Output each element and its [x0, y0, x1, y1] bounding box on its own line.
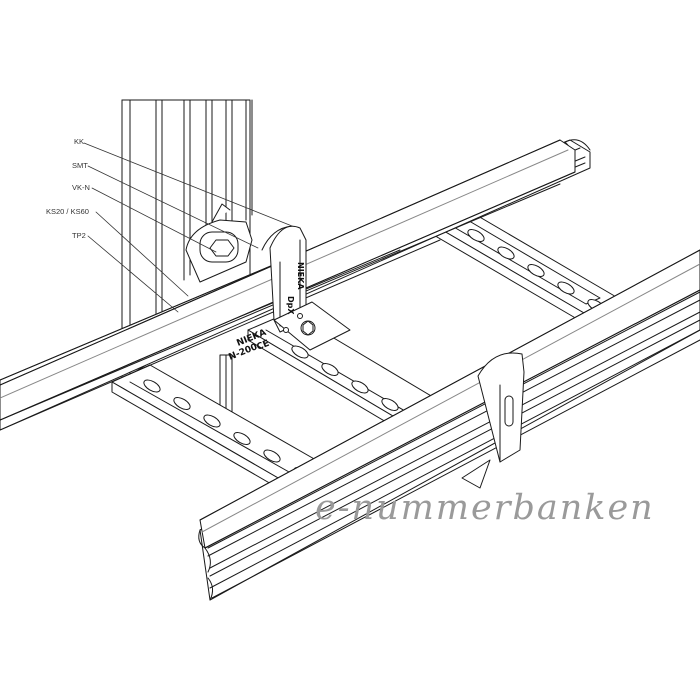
callout-smt: SMT	[72, 161, 88, 170]
callout-tp2: TP2	[72, 231, 86, 240]
rung-slot	[173, 397, 191, 410]
mounting-plate	[185, 203, 253, 283]
callout-kk: KK	[74, 137, 85, 146]
rung-slot	[203, 414, 221, 428]
watermark: e-nummerbanken	[315, 488, 655, 528]
rung-slot	[467, 229, 485, 242]
rung-slot	[143, 379, 161, 393]
callout-leaders	[83, 142, 293, 313]
leader-ks	[95, 211, 189, 297]
rung-slot	[351, 380, 369, 394]
rung-slot	[557, 281, 575, 295]
bracket-brand-marking: NIEKA	[296, 262, 305, 290]
bracket-type-marking: DpX	[286, 296, 295, 315]
tube-clamp-bracket: NIEKA DpX	[261, 225, 351, 351]
callout-ks: KS20 / KS60	[46, 207, 89, 216]
rung-slot	[497, 246, 515, 260]
rung-slot	[291, 345, 309, 359]
tray-ce-marking: CE	[255, 339, 271, 353]
rung-slot	[321, 363, 339, 376]
tube-clamp-front	[461, 352, 525, 489]
rung-slot	[263, 449, 281, 463]
leader-smt	[87, 165, 259, 249]
leader-kk	[83, 142, 293, 227]
callout-vkn: VK-N	[72, 183, 90, 192]
rung-middle-slots	[291, 345, 399, 411]
leader-vkn	[91, 187, 217, 253]
tube-front	[199, 249, 700, 549]
rung-slot	[381, 398, 399, 411]
rung-slot	[233, 432, 251, 445]
leader-tp2	[87, 235, 179, 313]
rung-slot	[527, 264, 545, 277]
